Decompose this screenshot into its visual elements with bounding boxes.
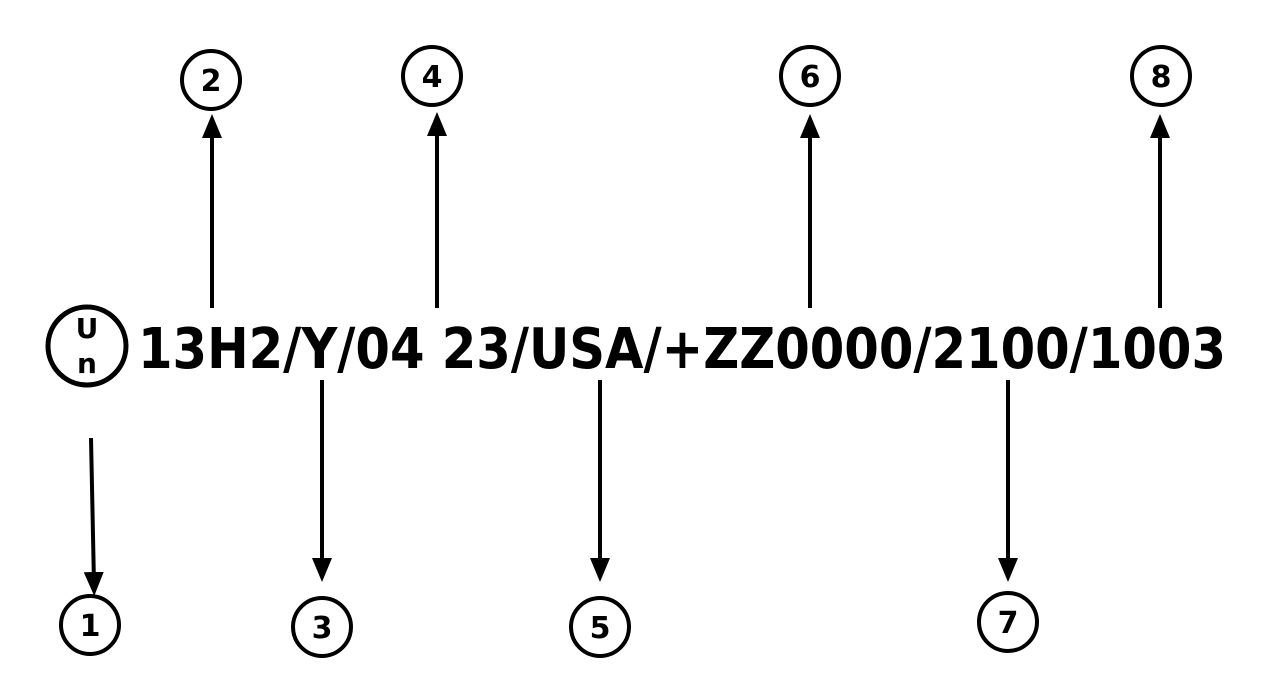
callout-number-2: 2	[201, 64, 222, 99]
marking-code: 13H2/Y/04 23/USA/+ZZ0000/2100/1003	[138, 317, 1226, 382]
callout-badge-3: 3	[291, 596, 353, 658]
callout-number-7: 7	[998, 606, 1019, 641]
callout-badge-8: 8	[1130, 45, 1192, 107]
un-symbol-icon: U n	[45, 304, 129, 388]
callout-badge-7: 7	[977, 591, 1039, 653]
callout-badge-4: 4	[401, 45, 463, 107]
un-symbol-top-letter: U	[76, 312, 99, 345]
callout-number-5: 5	[590, 611, 611, 646]
un-symbol-bottom-letter: n	[77, 347, 97, 380]
arrow-1	[83, 437, 104, 596]
callout-badge-2: 2	[180, 49, 242, 111]
callout-number-6: 6	[800, 60, 821, 95]
callout-number-1: 1	[80, 609, 101, 644]
callout-number-3: 3	[312, 611, 333, 646]
callout-number-4: 4	[422, 60, 443, 95]
callout-badge-5: 5	[569, 596, 631, 658]
callout-badge-6: 6	[779, 45, 841, 107]
callout-badge-1: 1	[59, 594, 121, 656]
callout-number-8: 8	[1151, 60, 1172, 95]
